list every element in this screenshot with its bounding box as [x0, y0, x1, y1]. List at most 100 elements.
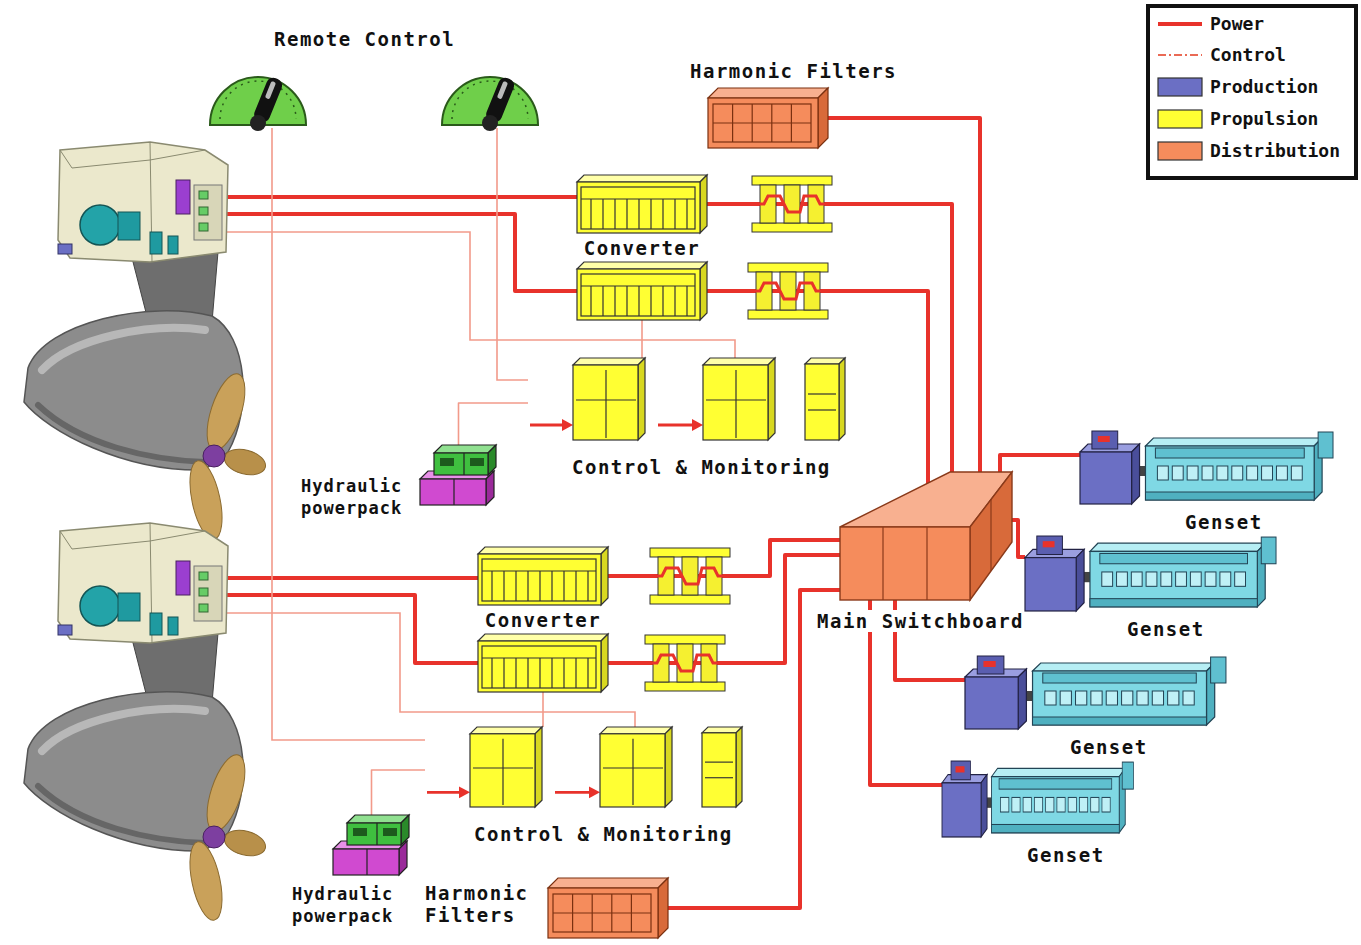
icon-part: [1098, 436, 1110, 442]
icon-part: [1046, 797, 1054, 812]
icon-part: [713, 122, 811, 123]
legend-sample: [1158, 110, 1202, 128]
icon-part: [581, 198, 695, 199]
icon-part: [992, 777, 1120, 833]
icon-part: [1106, 691, 1117, 705]
figure-label: Remote Control: [272, 28, 457, 50]
icon-part: [768, 358, 775, 440]
icon-part: [573, 358, 645, 365]
genset-icon: [1080, 431, 1333, 504]
icon-part: [1102, 572, 1113, 586]
legend-swatch: [1158, 110, 1202, 128]
remote-control-lever: [250, 115, 266, 131]
component-label: Converter: [483, 609, 603, 631]
icon-part: [1157, 466, 1168, 480]
icon-part: [548, 888, 658, 938]
remote-control-lever: [265, 81, 276, 100]
legend-text: Distribution: [1208, 140, 1342, 162]
genset-icon: [942, 760, 1135, 838]
icon-part: [1043, 541, 1055, 547]
icon-part: [581, 187, 695, 229]
icon-part: [1122, 691, 1133, 705]
icon-part: [376, 823, 377, 845]
icon-part: [703, 365, 768, 440]
icon-part: [626, 199, 627, 229]
icon-part: [473, 767, 533, 768]
control-monitoring-icon: [427, 727, 742, 807]
icon-part: [1247, 466, 1258, 480]
icon-part: [527, 658, 528, 688]
icon-part: [1145, 492, 1314, 500]
control-monitoring-icon: [530, 358, 845, 440]
icon-part: [587, 571, 588, 601]
icon-part: [553, 894, 651, 932]
genset-icon: [965, 656, 1226, 729]
icon-part: [977, 656, 1004, 674]
icon-part: [703, 358, 775, 365]
icon-part: [1235, 572, 1246, 586]
icon-part: [459, 787, 470, 799]
power-wiring: [186, 195, 577, 199]
icon-part: [686, 199, 687, 229]
icon-part: [527, 571, 528, 601]
main-switchboard: Main Switchboard: [840, 472, 1012, 600]
legend-sample: [1158, 24, 1202, 25]
icon-part: [614, 286, 615, 316]
converter: Converter: [478, 547, 608, 692]
icon-part: [650, 199, 651, 229]
genset: Genset: [1080, 430, 1335, 505]
icon-part: [999, 779, 1112, 789]
icon-part: [1076, 691, 1087, 705]
icon-part: [805, 358, 845, 364]
icon-part: [470, 727, 542, 734]
component-label: Control & Monitoring: [472, 823, 735, 845]
icon-part: [1034, 797, 1042, 812]
icon-part: [614, 199, 615, 229]
icon-part: [1068, 797, 1076, 812]
harmonic-filter-icon: [708, 88, 828, 148]
icon-part: [692, 419, 703, 431]
icon-part: [563, 658, 564, 688]
icon-part: [805, 364, 839, 440]
icon-part: [1001, 797, 1009, 812]
icon-part: [401, 815, 409, 845]
icon-part: [590, 199, 591, 229]
control-line: [641, 320, 643, 358]
icon-part: [951, 761, 971, 780]
icon-part: [347, 823, 401, 845]
remote-control-lever: [442, 76, 538, 131]
icon-part: [478, 634, 608, 641]
icon-part: [486, 471, 494, 505]
icon-part: [1152, 691, 1163, 705]
component-label: Hydraulic powerpack: [299, 475, 415, 519]
control-wiring: [497, 128, 528, 380]
remote-control-lever: [210, 76, 306, 131]
genset: Genset: [965, 655, 1228, 730]
icon-part: [658, 878, 668, 938]
icon-part: [581, 274, 695, 316]
icon-part: [665, 727, 672, 807]
icon-part: [575, 658, 576, 688]
icon-part: [992, 824, 1120, 832]
component-label: Control & Monitoring: [570, 456, 833, 478]
icon-part: [1033, 717, 1207, 725]
component-label: Converter: [582, 237, 702, 259]
icon-part: [705, 777, 733, 778]
icon-part: [992, 768, 1126, 776]
icon-part: [700, 262, 707, 320]
icon-part: [1190, 572, 1201, 586]
icon-part: [601, 547, 608, 605]
icon-part: [700, 175, 707, 233]
icon-part: [1291, 466, 1302, 480]
icon-part: [674, 199, 675, 229]
icon-part: [470, 458, 484, 466]
hydraulic-powerpack-icon: [420, 445, 496, 505]
azimuth-thruster: [24, 523, 268, 923]
icon-part: [491, 658, 492, 688]
icon-part: [420, 479, 486, 505]
icon-part: [1079, 797, 1087, 812]
remote-control-lever: [482, 115, 498, 131]
icon-part: [434, 453, 488, 475]
icon-part: [981, 775, 987, 837]
icon-part: [1176, 572, 1187, 586]
